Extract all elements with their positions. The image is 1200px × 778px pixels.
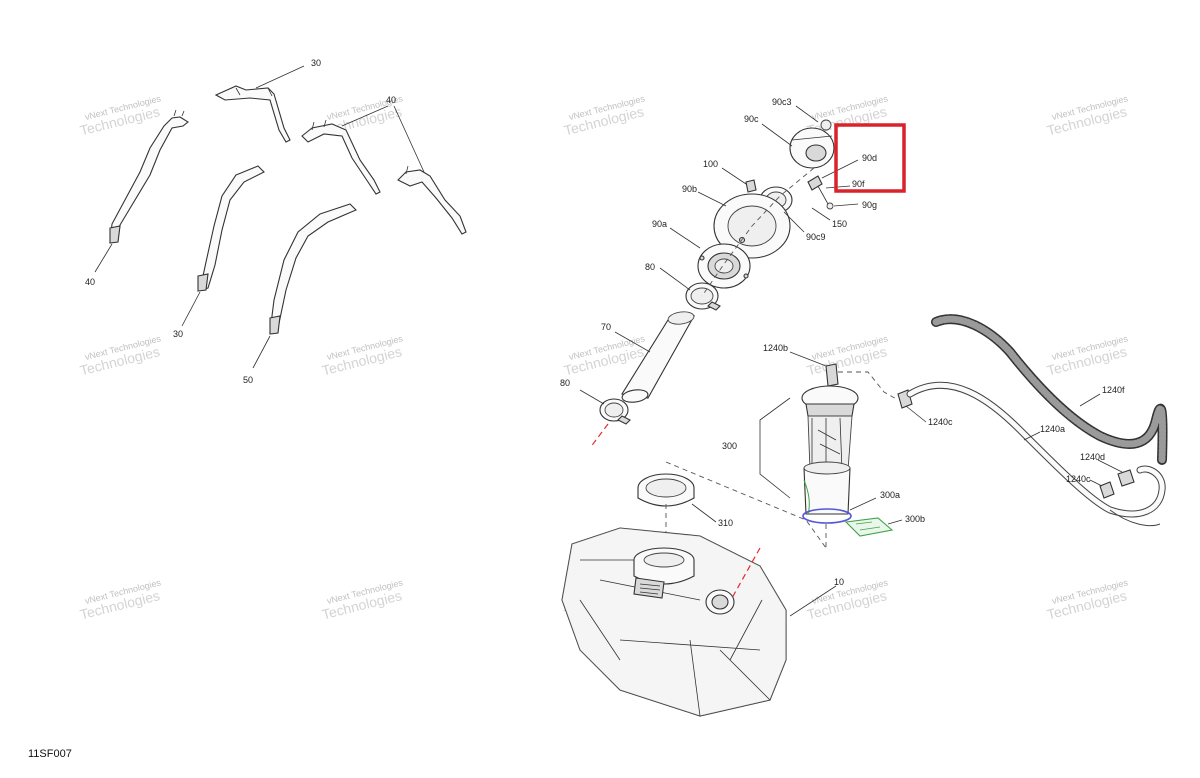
callout-40-left: 40 <box>85 277 95 287</box>
callout-90d: 90d <box>862 153 877 163</box>
callout-40-right: 40 <box>386 95 396 105</box>
part-1240f-vent-hose <box>931 314 1168 465</box>
part-1240d-fitting <box>1117 469 1135 487</box>
strap-30-middle <box>197 165 265 292</box>
callout-300: 300 <box>722 441 737 451</box>
callout-90f: 90f <box>852 179 865 189</box>
strap-40-left <box>109 109 189 244</box>
callout-300a: 300a <box>880 490 900 500</box>
callout-1240c-lower: 1240c <box>1066 474 1091 484</box>
callout-90b: 90b <box>682 184 697 194</box>
part-100-screw <box>745 179 757 193</box>
part-310-lock-ring <box>637 473 695 507</box>
strap-40-right <box>397 165 467 235</box>
callout-1240d: 1240d <box>1080 452 1105 462</box>
callout-1240b: 1240b <box>763 343 788 353</box>
callout-90g: 90g <box>862 200 877 210</box>
callout-1240c-upper: 1240c <box>928 417 953 427</box>
part-300-pump-module <box>801 363 859 548</box>
highlight-box <box>834 123 906 193</box>
callout-90a: 90a <box>652 219 667 229</box>
callout-150: 150 <box>832 219 847 229</box>
callout-100: 100 <box>703 159 718 169</box>
callout-300b: 300b <box>905 514 925 524</box>
part-1240a-fuel-line <box>906 381 1166 527</box>
strap-30-top <box>214 85 291 143</box>
callout-50: 50 <box>243 375 253 385</box>
part-1240c-lower-fitting <box>1099 481 1115 499</box>
callout-80-lower: 80 <box>560 378 570 388</box>
callout-80-upper: 80 <box>645 262 655 272</box>
callout-90c3: 90c3 <box>772 97 792 107</box>
part-300a-ring <box>802 508 852 524</box>
strap-50 <box>269 203 357 335</box>
strap-40-mid <box>301 119 381 195</box>
callout-70: 70 <box>601 322 611 332</box>
part-300b-filter <box>844 517 894 537</box>
part-90a-base <box>697 243 751 289</box>
callout-90c: 90c <box>744 114 759 124</box>
part-10-fuel-tank <box>561 527 787 717</box>
callout-1240f: 1240f <box>1102 385 1125 395</box>
callout-10: 10 <box>834 577 844 587</box>
callout-1240a: 1240a <box>1040 424 1065 434</box>
callout-30-top: 30 <box>311 58 321 68</box>
callout-90c9: 90c9 <box>806 232 826 242</box>
part-90f-vent <box>807 175 834 210</box>
diagram-reference-code: 11SF007 <box>28 748 72 760</box>
part-90c3-cap <box>820 119 832 131</box>
callout-30-middle: 30 <box>173 329 183 339</box>
callout-310: 310 <box>718 518 733 528</box>
part-80-clamp-lower <box>599 398 631 425</box>
part-70-hose <box>621 311 696 403</box>
part-90c-cap <box>789 127 835 169</box>
